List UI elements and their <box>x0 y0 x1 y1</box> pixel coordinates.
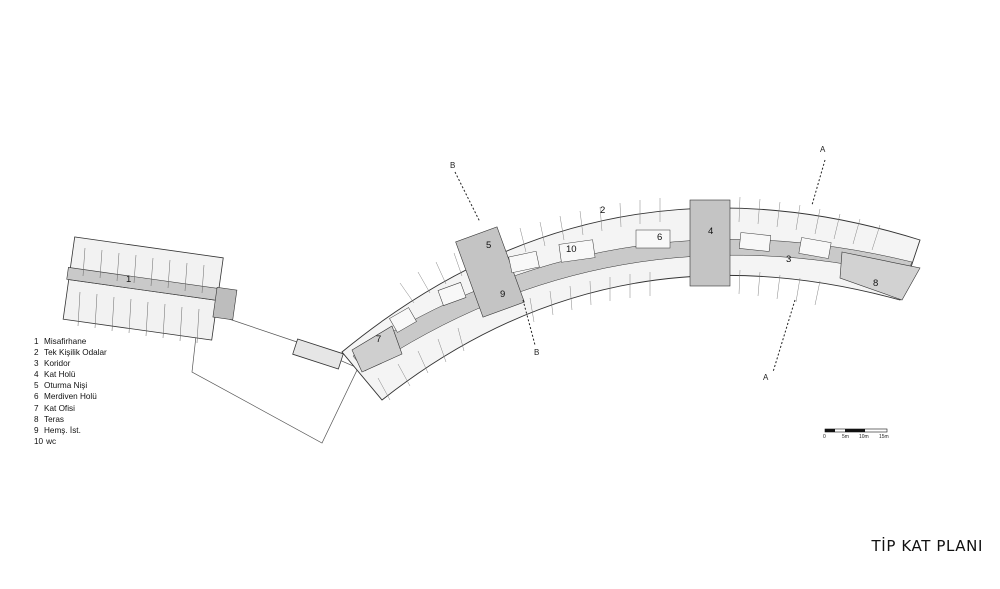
section-marker-b-bottom: B <box>534 348 539 357</box>
plan-label-3: 3 <box>786 254 791 265</box>
scale-bar <box>824 428 888 433</box>
plan-label-6: 6 <box>657 232 662 243</box>
scale-label-15m: 15m <box>879 434 889 440</box>
scale-label-5m: 5m <box>842 434 849 440</box>
section-marker-a-top: A <box>820 145 826 154</box>
main-curved-wing <box>341 196 921 401</box>
section-marker-b-top: B <box>450 161 455 170</box>
plan-label-5: 5 <box>486 240 491 251</box>
left-wing <box>62 236 238 344</box>
scale-label-10m: 10m <box>859 434 869 440</box>
section-cut-lines <box>454 159 826 373</box>
connector-block <box>292 338 344 370</box>
plan-label-8: 8 <box>873 278 878 289</box>
plan-label-2: 2 <box>600 205 605 216</box>
section-marker-a-bottom: A <box>763 373 769 382</box>
plan-label-7: 7 <box>376 334 381 345</box>
site-outline <box>191 317 359 444</box>
plan-label-1: 1 <box>126 274 131 285</box>
plan-label-10: 10 <box>566 244 577 255</box>
plan-label-4: 4 <box>708 226 713 237</box>
plan-label-9: 9 <box>500 289 505 300</box>
drawing-title: TİP KAT PLANI <box>871 537 983 555</box>
scale-label-0: 0 <box>823 434 826 440</box>
